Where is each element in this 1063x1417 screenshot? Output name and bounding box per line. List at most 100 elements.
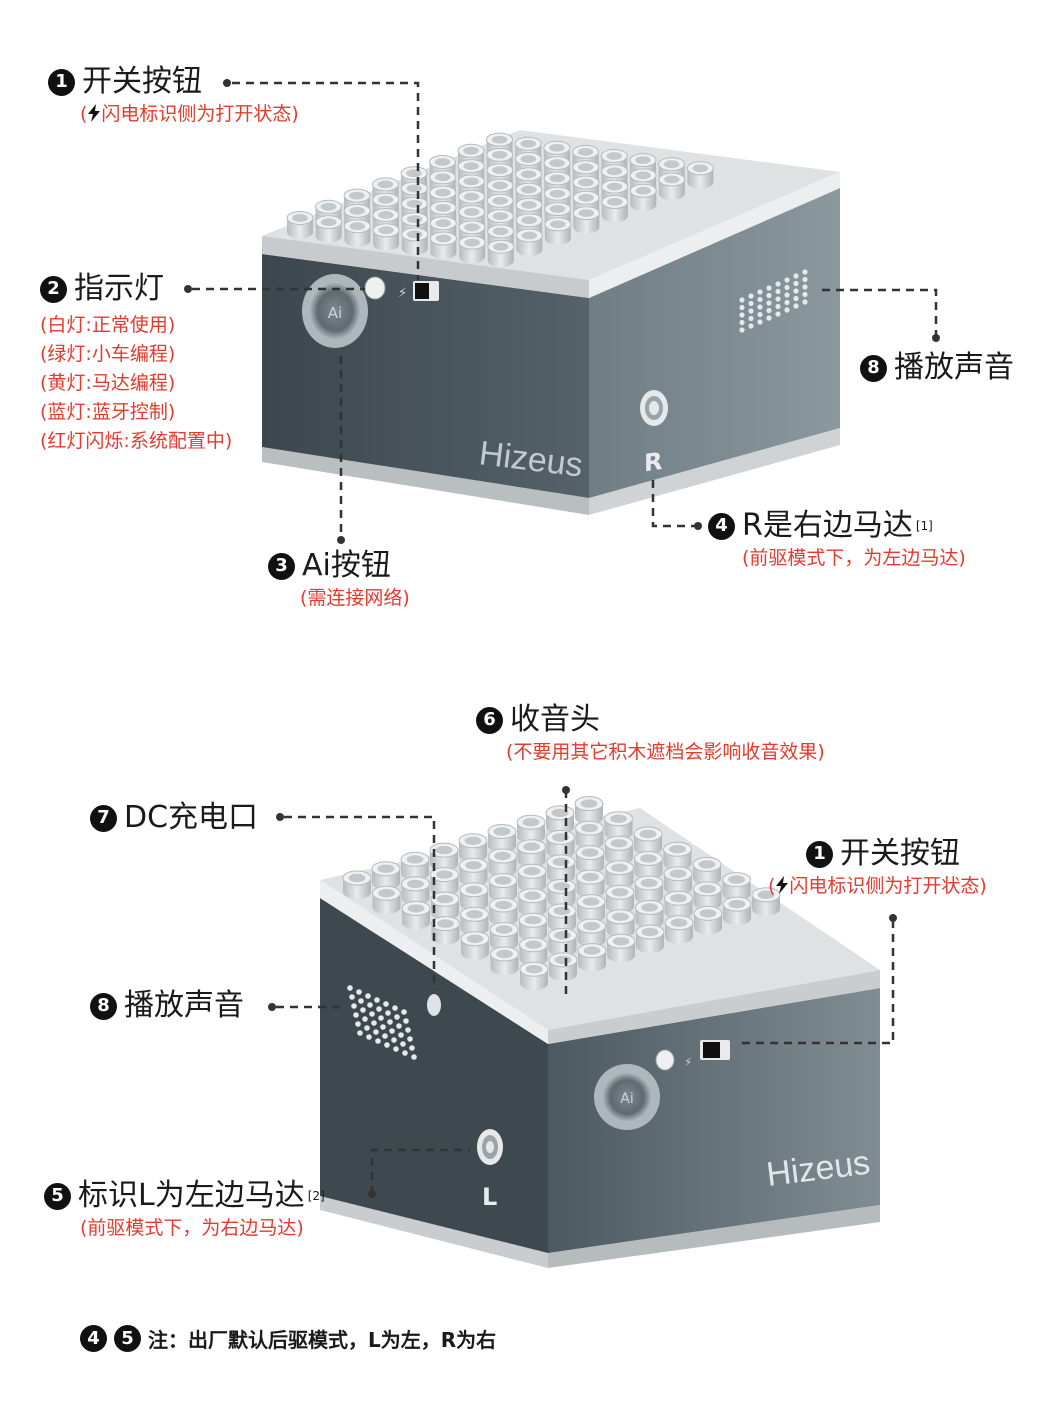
stud — [545, 805, 575, 834]
speaker-hole — [400, 1041, 406, 1047]
speaker-hole — [353, 1012, 359, 1018]
indicator-line: (白灯:正常使用) — [40, 314, 176, 336]
stud — [429, 231, 457, 260]
stud — [574, 796, 604, 825]
callout-note: (不要用其它积木遮档会影响收音效果) — [506, 741, 825, 763]
callout-note: (前驱模式下，为左边马达) — [742, 547, 966, 569]
speaker-hole — [766, 307, 772, 314]
num-badge: 6 — [476, 706, 503, 734]
num-badge: 7 — [90, 804, 117, 832]
speaker-hole — [784, 284, 790, 291]
stud — [547, 878, 576, 908]
callout-title: 播放声音 — [124, 988, 244, 1023]
speaker-hole — [793, 280, 799, 287]
speaker-hole — [351, 1003, 357, 1009]
bottom-bolt-mark: ⚡ — [684, 1055, 692, 1069]
stud — [633, 826, 663, 855]
stud — [605, 860, 634, 889]
speaker-hole — [757, 311, 763, 318]
speaker-hole — [411, 1054, 417, 1060]
speaker-hole — [784, 292, 790, 298]
stud — [489, 922, 519, 951]
top-switch[interactable] — [415, 283, 429, 299]
bottom-switch[interactable] — [703, 1042, 720, 1058]
top-ai-button[interactable]: Ai — [302, 274, 368, 348]
speaker-hole — [748, 293, 754, 299]
leader-top-r — [651, 480, 698, 528]
stud — [371, 861, 401, 890]
num-badge: 4 — [80, 1325, 107, 1352]
speaker-hole — [380, 1024, 386, 1030]
callout-title: 开关按钮 — [840, 836, 960, 871]
stud — [518, 888, 547, 917]
leader-top-switch — [232, 81, 420, 280]
speaker-hole — [757, 289, 763, 295]
speaker-hole — [757, 304, 763, 310]
footer-text: 注：出厂默认后驱模式，L为左，R为右 — [148, 1328, 497, 1352]
stud — [343, 219, 371, 247]
callout-title: R是右边马达 — [742, 508, 913, 543]
speaker-hole — [739, 304, 745, 311]
speaker-hole — [401, 1009, 407, 1015]
bottom-speaker-grille — [347, 985, 417, 1060]
callout-title: 指示灯 — [74, 271, 164, 306]
stud — [517, 863, 547, 893]
stud — [686, 161, 714, 189]
stud — [517, 839, 546, 868]
stud — [516, 814, 546, 844]
speaker-hole — [355, 1021, 361, 1027]
num-badge: 2 — [40, 275, 67, 303]
speaker-hole — [775, 303, 781, 310]
speaker-hole — [739, 297, 745, 303]
speaker-hole — [802, 291, 808, 298]
speaker-hole — [367, 1002, 373, 1008]
bottom-ai-text: Ai — [620, 1091, 633, 1107]
leader-lines — [192, 81, 938, 1194]
bottom-ai-button[interactable]: Ai — [594, 1064, 660, 1130]
stud — [487, 824, 517, 853]
callout-title: 收音头 — [510, 702, 600, 737]
speaker-hole — [775, 311, 781, 317]
num-badge: 4 — [708, 512, 735, 540]
bottom-dc-port — [427, 994, 441, 1016]
speaker-hole — [793, 273, 799, 279]
stud — [401, 900, 431, 930]
speaker-hole — [739, 312, 745, 318]
speaker-hole — [382, 1033, 388, 1039]
speaker-hole — [385, 1010, 391, 1016]
stud — [459, 882, 489, 911]
callout-title: DC充电口 — [124, 800, 259, 835]
stud — [635, 900, 664, 929]
speaker-hole — [392, 1005, 398, 1011]
stud — [401, 876, 430, 905]
speaker-hole — [775, 288, 781, 295]
stud — [431, 916, 460, 945]
stud — [635, 924, 665, 953]
callout-note: 闪电标识侧为打开状态) — [789, 875, 987, 897]
speaker-hole — [391, 1037, 397, 1043]
speaker-hole — [365, 993, 371, 999]
callout-note: (前驱模式下，为右边马达) — [80, 1217, 304, 1239]
speaker-hole — [402, 1050, 408, 1056]
speaker-hole — [748, 323, 754, 329]
stud — [722, 896, 752, 926]
speaker-hole — [766, 300, 772, 306]
speaker-hole — [784, 307, 790, 313]
stud — [693, 881, 722, 910]
speaker-hole — [766, 315, 772, 321]
stud — [604, 835, 634, 865]
speaker-hole — [358, 998, 364, 1004]
speaker-hole — [364, 1025, 370, 1031]
speaker-hole — [383, 1001, 389, 1007]
callout-title: 播放声音 — [894, 350, 1014, 385]
stud — [519, 961, 549, 991]
stud — [664, 915, 694, 944]
top-device-trim-side — [589, 428, 840, 515]
speaker-hole — [398, 1032, 404, 1038]
stud — [606, 933, 636, 963]
stud — [547, 903, 577, 932]
num-badge: 3 — [268, 552, 295, 580]
